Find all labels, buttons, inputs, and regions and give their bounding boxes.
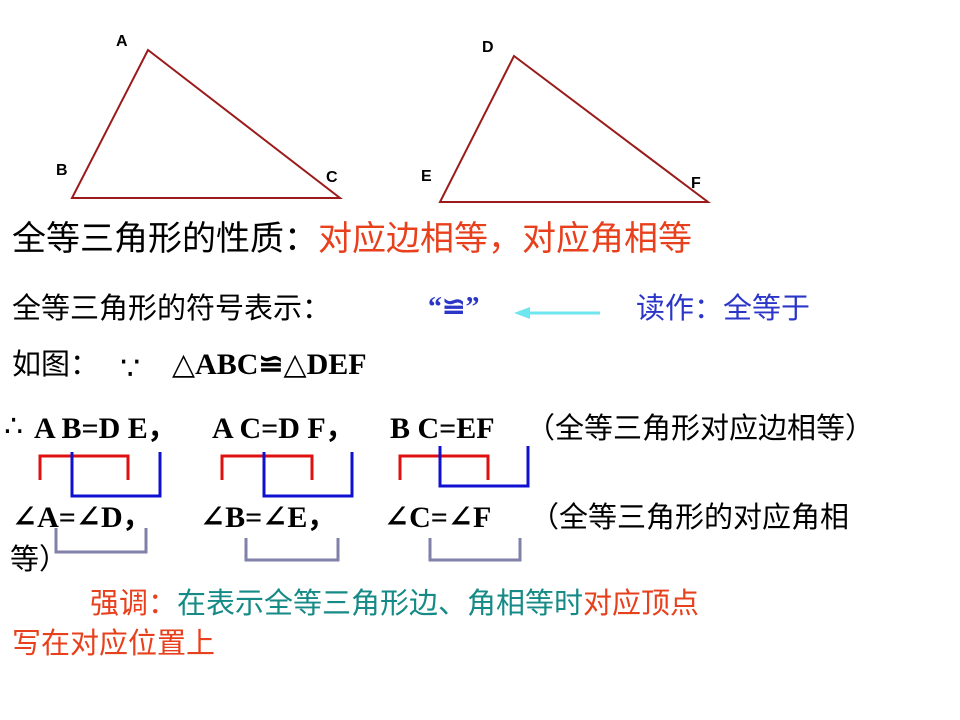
congruent-symbol: “≌” [428,292,480,323]
vertex-label-c: C [326,169,338,186]
bracket-bc-ef-blue [438,446,530,488]
side-equation-ab-de: A B=D E， [34,412,178,445]
angle-equation-c-f: ∠C=∠F [384,501,492,534]
angle-note-line1: （全等三角形的对应角相 [530,500,850,534]
vertex-label-e: E [421,168,432,185]
triangle-def [438,54,711,203]
bracket-ac-df-red [220,454,314,480]
bracket-ac-df-blue [262,452,354,498]
angle-equation-a-d: ∠A=∠D， [12,501,153,534]
figure-prefix: 如图： [12,347,100,381]
property-line: 全等三角形的性质：对应边相等，对应角相等 [12,222,692,256]
angle-note-line2: 等） [10,542,69,576]
triangle-abc [70,48,343,199]
angle-equation-b-e: ∠B=∠E， [200,501,338,534]
symbol-reading: 读作：全等于 [636,291,811,325]
property-value: 对应边相等，对应角相等 [318,219,692,259]
vertex-label-d: D [482,39,494,56]
emphasis-label: 强调： [90,586,178,620]
therefore-symbol: ∴ [4,409,24,444]
bracket-ab-de-blue [70,452,162,498]
side-note: （全等三角形对应边相等） [526,411,875,445]
bracket-ab-de-red [38,454,130,480]
vertex-label-a: A [116,33,128,50]
congruence-statement: △ABC≌△DEF [172,348,367,381]
emphasis-line2: 写在对应位置上 [12,626,216,660]
bracket-bc-ef-red [398,454,490,480]
vertex-label-b: B [56,162,68,179]
symbol-label: 全等三角形的符号表示： [12,291,332,325]
bracket-angle-b-e [244,538,340,562]
bracket-angle-a-d [54,528,148,554]
emphasis-line1: 强调：在表示全等三角形边、角相等时对应顶点 [90,589,699,618]
because-symbol: ∵ [120,349,141,387]
vertex-label-f: F [691,175,701,192]
emphasis-highlight: 对应顶点 [583,586,700,620]
arrow-left-icon [514,307,600,319]
property-label: 全等三角形的性质： [12,219,318,259]
emphasis-middle: 在表示全等三角形边、角相等时 [177,586,584,620]
bracket-angle-c-f [428,538,522,562]
side-equation-bc-ef: B C=EF [390,412,495,445]
side-equation-ac-df: A C=D F， [212,412,356,445]
